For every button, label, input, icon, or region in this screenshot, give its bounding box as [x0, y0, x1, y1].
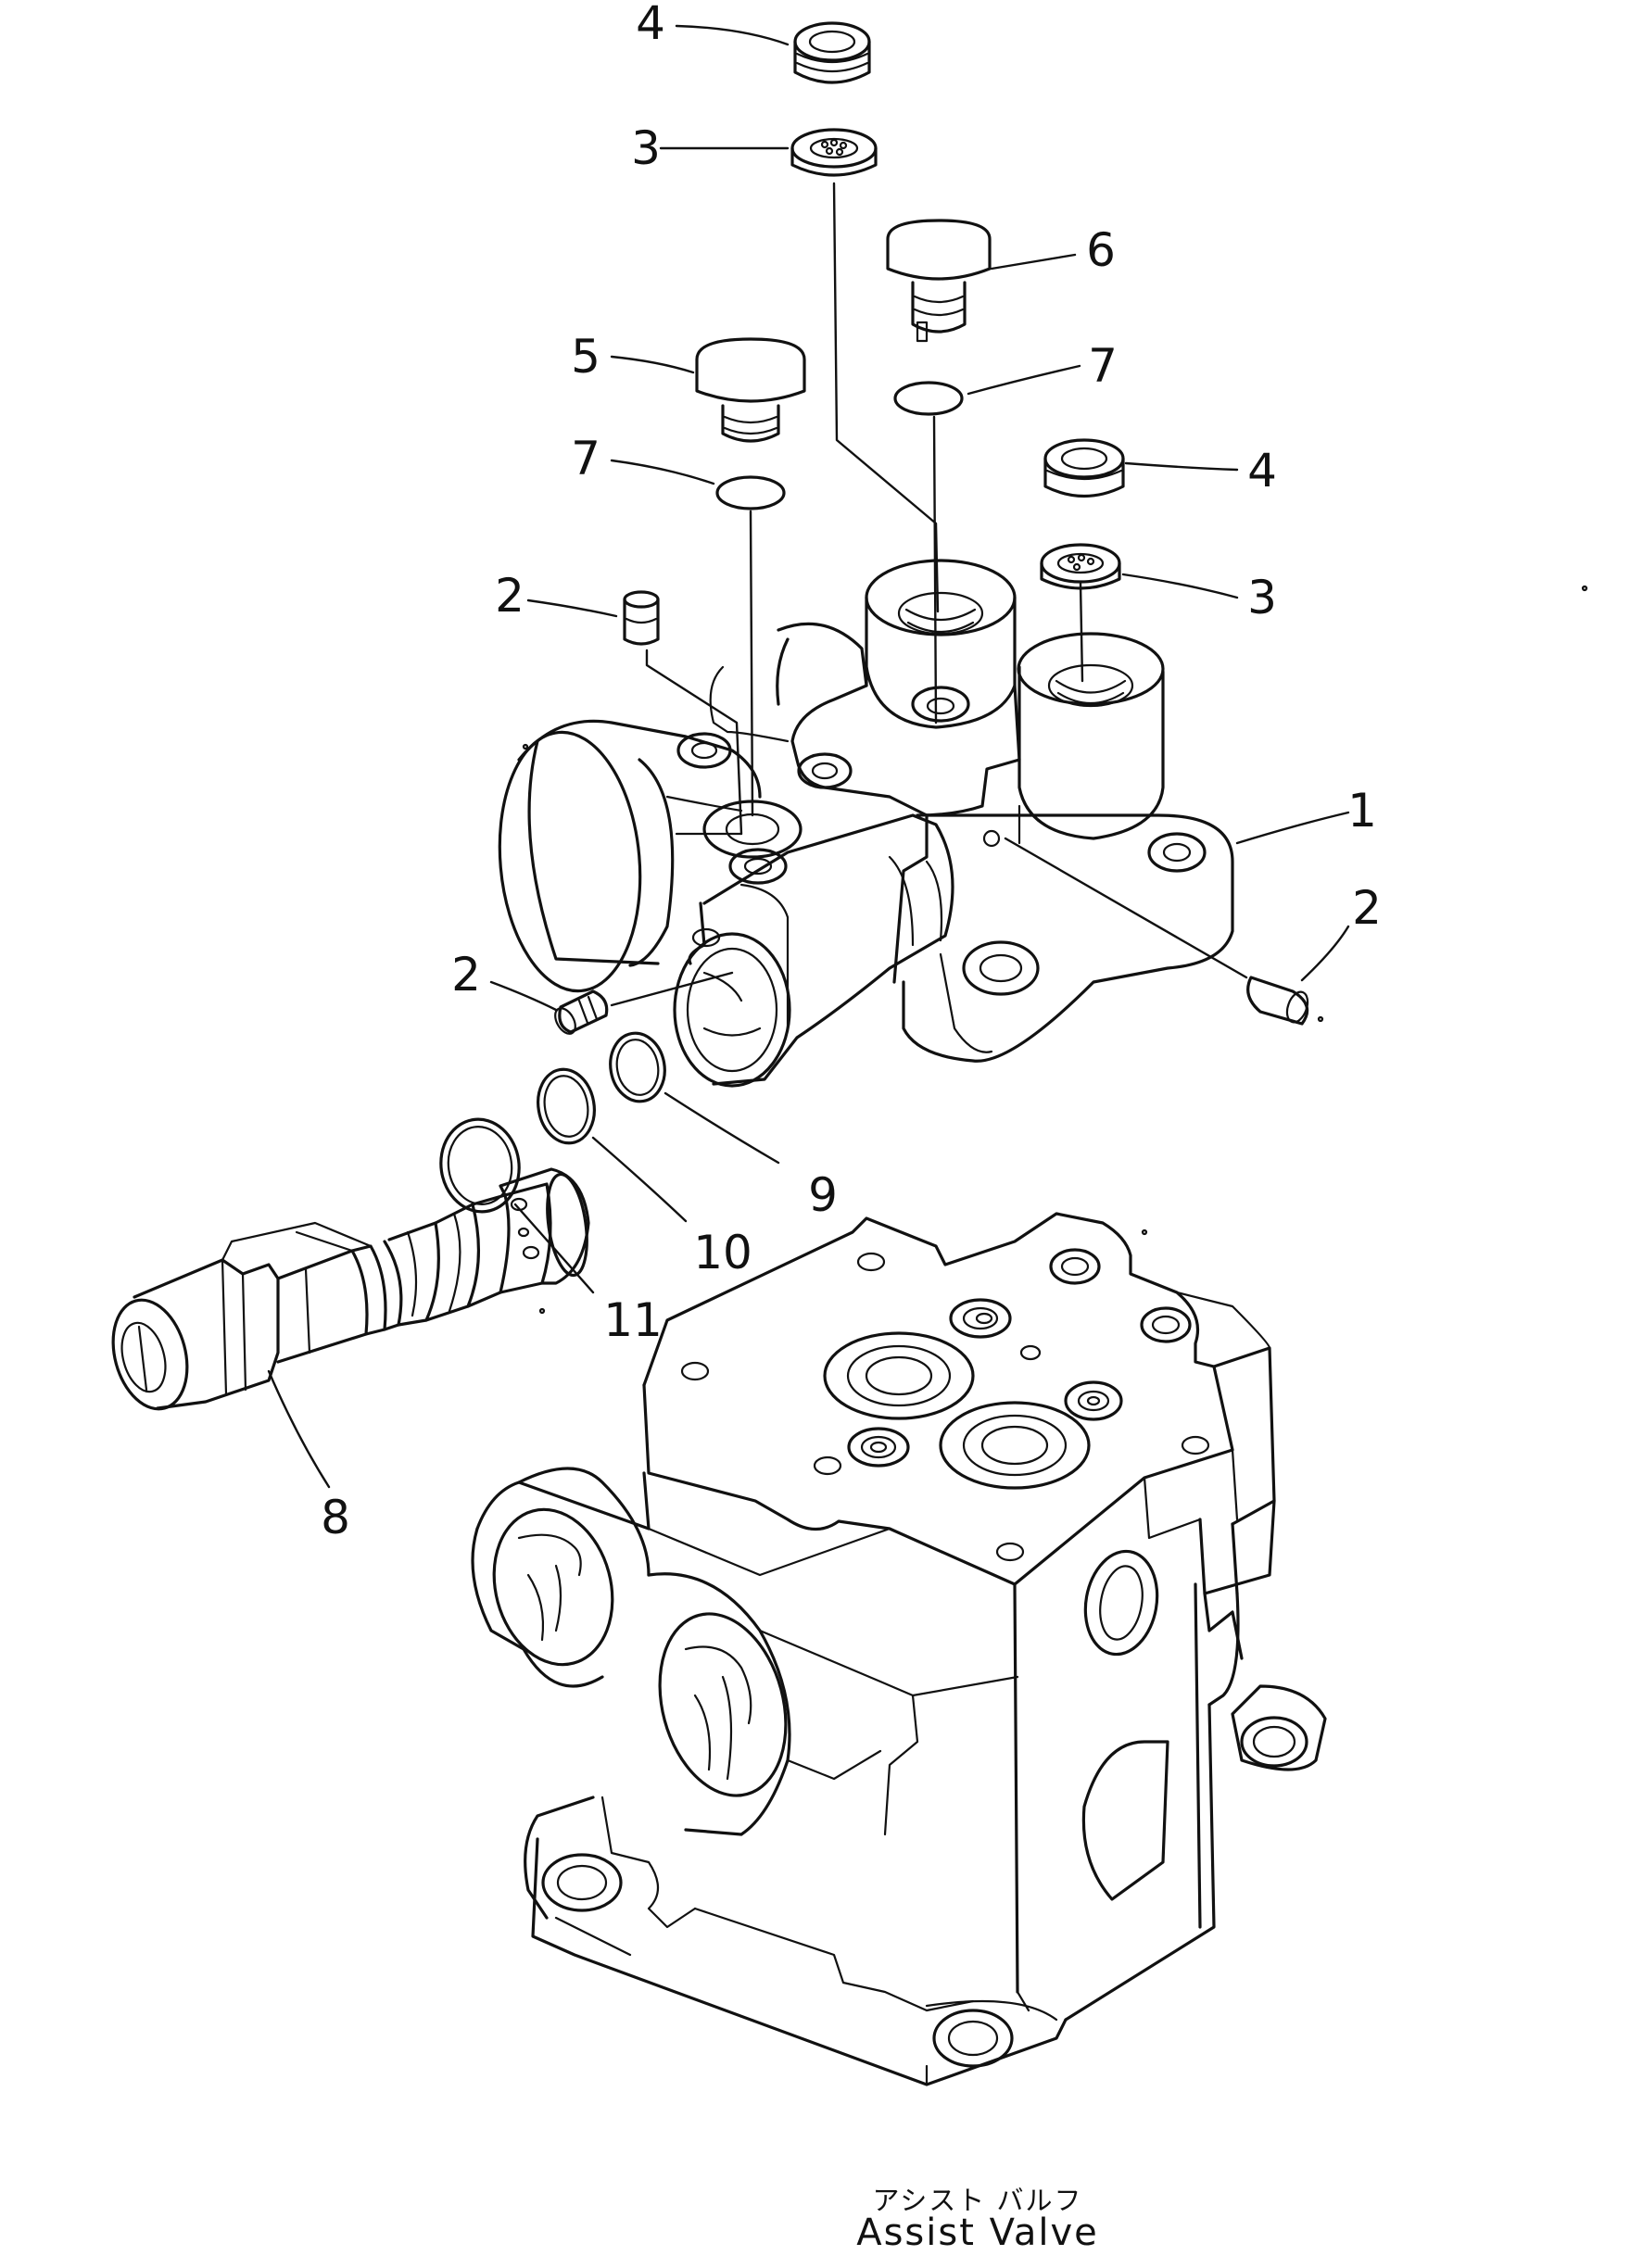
part-6-plug	[886, 219, 992, 343]
callout-3-top: 3	[631, 121, 661, 175]
part-1-upper-valve-body	[498, 559, 1234, 1088]
callout-2-lower-left: 2	[451, 948, 481, 1002]
main-valve-body	[471, 1212, 1327, 2086]
part-7-o-ring-lower	[715, 475, 786, 510]
part-2-plug-right	[1246, 976, 1309, 1026]
part-5-plug	[695, 337, 806, 443]
callout-10: 10	[693, 1226, 752, 1279]
callout-7-lower: 7	[571, 432, 600, 485]
callout-1: 1	[1347, 784, 1377, 838]
assembly-lines	[610, 182, 1248, 1007]
part-3-strainer-right	[1040, 543, 1121, 590]
part-10-o-ring	[537, 1067, 596, 1145]
part-11-o-ring	[439, 1117, 521, 1214]
part-9-o-ring	[609, 1031, 666, 1103]
callout-4-top: 4	[636, 0, 665, 50]
part-7-o-ring-upper	[893, 381, 964, 416]
caption-english: Assist Valve	[856, 2211, 1099, 2254]
part-8-cartridge-valve	[111, 1167, 590, 1411]
callout-2-right: 2	[1352, 881, 1382, 935]
callout-6: 6	[1086, 223, 1116, 277]
caption-japanese: アシスト バルフ	[872, 2185, 1083, 2216]
callout-3-right: 3	[1247, 571, 1277, 624]
callout-2-upper-left: 2	[495, 569, 524, 623]
part-4-plug-right	[1043, 438, 1125, 498]
part-4-plug-top	[793, 21, 871, 84]
part-2-plug-upper-left	[623, 590, 660, 646]
callout-7-upper: 7	[1088, 339, 1118, 393]
callout-4-right: 4	[1247, 444, 1277, 498]
callout-leaders	[267, 24, 1350, 1489]
part-2-plug-lower-left	[554, 989, 609, 1035]
callout-5: 5	[571, 330, 600, 384]
callout-9: 9	[808, 1168, 838, 1222]
callout-11: 11	[603, 1293, 663, 1347]
part-3-strainer-top	[790, 128, 878, 177]
scan-specks	[522, 585, 1588, 1315]
callout-8: 8	[321, 1491, 350, 1544]
